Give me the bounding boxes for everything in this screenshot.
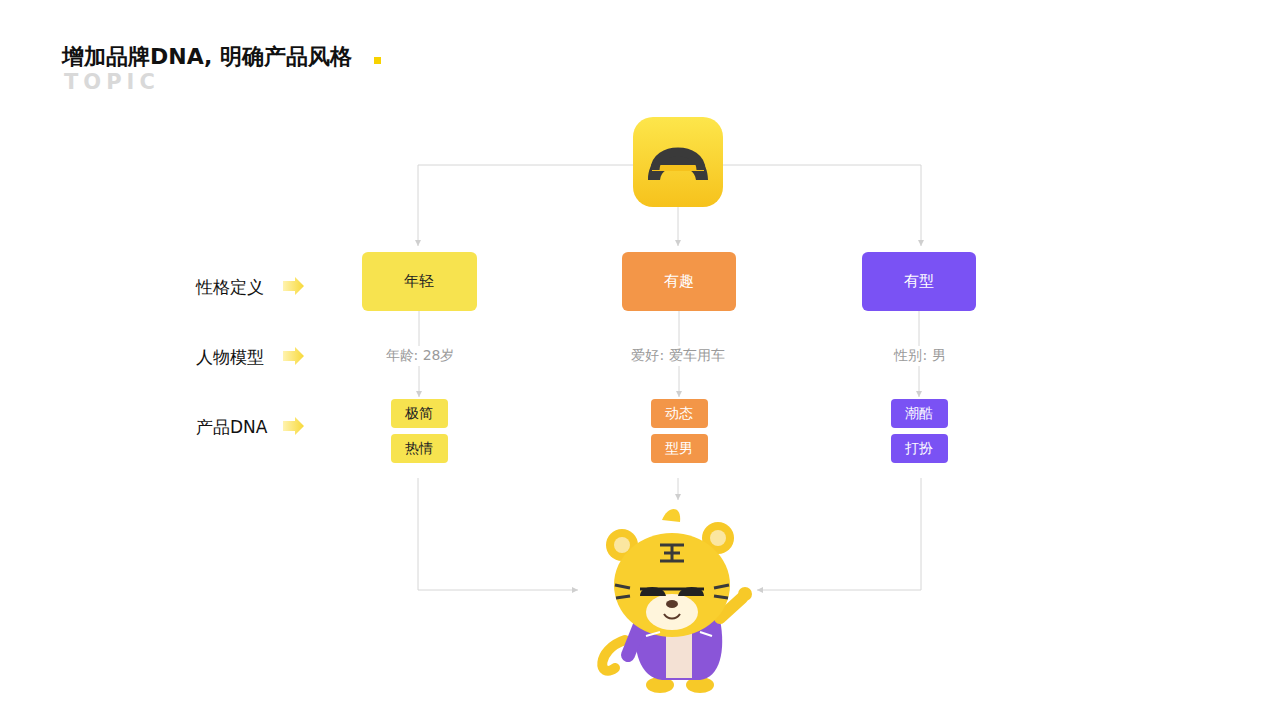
trait-box: 有趣 — [622, 252, 736, 311]
model-label: 年龄: 28岁 — [382, 346, 459, 366]
node-text: 打扮 — [905, 440, 933, 458]
title-dot — [374, 57, 381, 64]
model-label: 性别: 男 — [890, 346, 949, 366]
node-text: 极简 — [405, 405, 433, 423]
row-label: 产品DNA — [196, 416, 267, 439]
branch-wires — [418, 165, 921, 590]
node-text: 年轻 — [404, 272, 434, 291]
dna-tag: 动态 — [651, 399, 708, 428]
page-title: 增加品牌DNA, 明确产品风格 — [62, 42, 352, 72]
tiger-mascot — [602, 509, 752, 693]
node-text: 动态 — [665, 405, 693, 423]
row-label: 人物模型 — [196, 346, 264, 369]
row-label: 性格定义 — [196, 276, 264, 299]
model-label: 爱好: 爱车用车 — [627, 346, 728, 366]
dna-tag: 潮酷 — [891, 399, 948, 428]
node-text: 潮酷 — [905, 405, 933, 423]
row-arrows — [283, 277, 304, 435]
node-text: 型男 — [665, 440, 693, 458]
trait-box: 有型 — [862, 252, 976, 311]
node-text: 有型 — [904, 272, 934, 291]
app-icon — [633, 117, 723, 207]
dna-tag: 型男 — [651, 434, 708, 463]
dna-tag: 热情 — [391, 434, 448, 463]
node-text: 有趣 — [664, 272, 694, 291]
dna-tag: 打扮 — [891, 434, 948, 463]
dna-tag: 极简 — [391, 399, 448, 428]
trait-box: 年轻 — [362, 252, 477, 311]
subtitle: TOPIC — [64, 70, 160, 94]
node-text: 热情 — [405, 440, 433, 458]
